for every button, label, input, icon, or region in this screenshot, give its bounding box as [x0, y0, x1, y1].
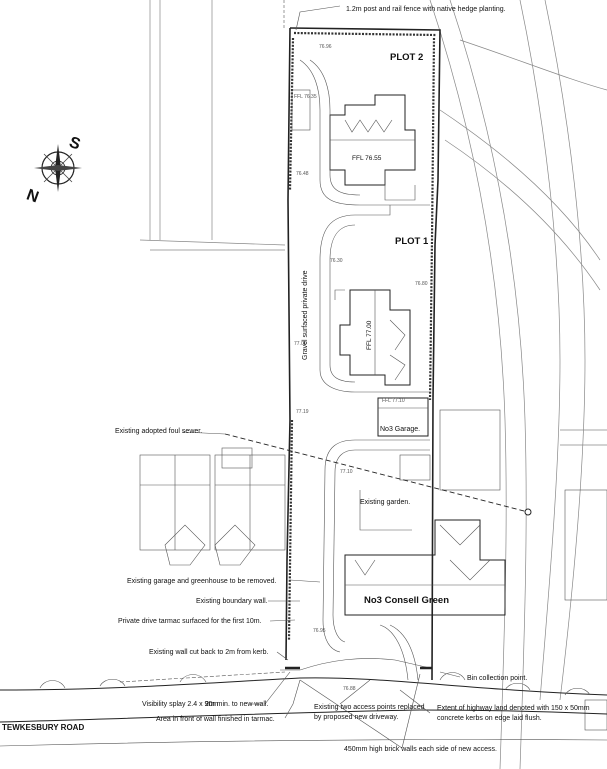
note-area-tarmac: Area in front of wall finished in tarmac…: [156, 716, 275, 723]
existing-house-no3: [344, 409, 506, 616]
compass-rose: S N: [24, 134, 83, 207]
note-access-points-1: Existing two access points replaced: [314, 704, 425, 711]
level-2: 76.48: [296, 171, 309, 177]
note-visibility-splay: Visibility splay 2.4 x 90m: [142, 701, 218, 708]
level-3: 76.30: [330, 258, 343, 264]
note-tarmac-drive: Private drive tarmac surfaced for the fi…: [118, 618, 262, 625]
level-8: 76.88: [343, 686, 356, 692]
site-boundary: [283, 0, 441, 681]
level-5: 77.19: [296, 409, 309, 415]
note-min-distance: 2m min. to new wall.: [205, 701, 268, 708]
existing-garden-label: Existing garden.: [360, 499, 410, 506]
note-wall-cut-back: Existing wall cut back to 2m from kerb.: [149, 649, 268, 656]
road-edge: [0, 658, 607, 747]
note-highway-extent-1: Extent of highway land denoted with 150 …: [437, 705, 590, 712]
note-access-points-2: by proposed new driveway.: [314, 714, 398, 721]
compass-north-label: N: [24, 187, 41, 207]
level-6: 77.10: [340, 469, 353, 475]
note-highway-extent-2: concrete kerbs on edge laid flush.: [437, 715, 542, 722]
plot2-label: PLOT 2: [390, 52, 423, 63]
existing-garage: [377, 397, 429, 437]
note-bin-collection: Bin collection point.: [467, 675, 527, 682]
compass-south-label: S: [67, 134, 83, 154]
small-building-ffl: FFL 76.35: [294, 94, 317, 100]
neighbouring-boundaries: [139, 0, 286, 251]
road-name: TEWKESBURY ROAD: [2, 723, 84, 732]
note-brick-walls: 450mm high brick walls each side of new …: [344, 746, 497, 753]
plot1-label: PLOT 1: [395, 236, 429, 247]
level-4: 76.80: [415, 281, 428, 287]
garage-label: No3 Garage.: [380, 426, 420, 433]
level-9: 77.00: [294, 341, 307, 347]
fence-note: 1.2m post and rail fence with native hed…: [346, 6, 506, 13]
neighbouring-road-lines: [429, 0, 607, 769]
existing-house-label: No3 Consell Green: [364, 595, 449, 606]
gravel-drive-label: Gravel surfaced private drive: [302, 270, 309, 360]
level-1: 76.96: [319, 44, 332, 50]
plot2-driveway: [299, 59, 430, 206]
foul-sewer-line: [224, 433, 532, 516]
right-neighbour-buildings: [564, 489, 607, 731]
neighbouring-houses: [139, 447, 286, 566]
annotation-leaders: [181, 5, 461, 749]
plot1-driveway: [319, 205, 430, 393]
level-7: 76.95: [313, 628, 326, 634]
plot1-house: [334, 289, 411, 386]
note-garage-removed: Existing garage and greenhouse to be rem…: [127, 578, 276, 585]
plot1-ffl: FFL 77.00: [366, 320, 373, 350]
note-foul-sewer: Existing adopted foul sewer.: [115, 428, 202, 435]
roadside-hedges: [39, 672, 591, 696]
plot2-house: [291, 89, 416, 201]
garage-ffl: FFL 77.10: [382, 398, 405, 404]
plot2-ffl: FFL 76.55: [352, 155, 382, 162]
note-boundary-wall: Existing boundary wall.: [196, 598, 268, 605]
access-drive: [322, 439, 430, 681]
